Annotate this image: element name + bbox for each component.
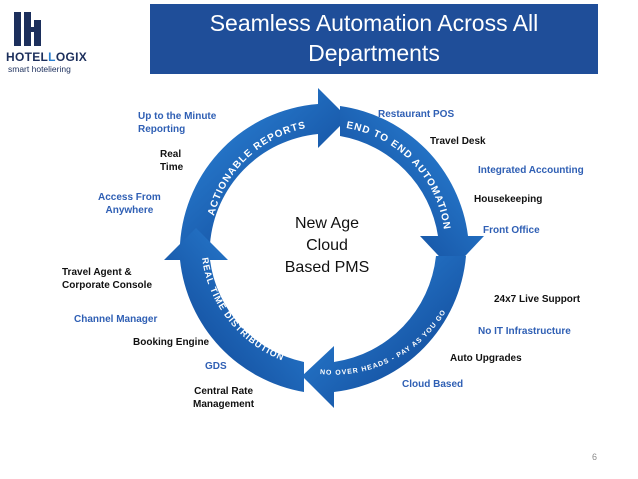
- center-label: New Age Cloud Based PMS: [284, 215, 370, 276]
- arc-actionable-reports: [180, 88, 348, 244]
- label-travel-desk: Travel Desk: [430, 136, 486, 147]
- title-line-2: Departments: [308, 40, 440, 66]
- arc-cloud-based: [302, 256, 466, 408]
- label-no-it-infrastructure: No IT Infrastructure: [478, 326, 571, 337]
- arc-end-to-end-automation: [340, 106, 484, 270]
- label-auto-upgrades: Auto Upgrades: [450, 353, 522, 364]
- label-channel-manager: Channel Manager: [74, 314, 158, 325]
- logo-mark-icon: [14, 12, 46, 48]
- slide-number: 6: [592, 452, 598, 462]
- label-cloud-based: Cloud Based: [402, 379, 464, 390]
- label-restaurant-pos: Restaurant POS: [378, 109, 455, 120]
- label-integrated-accounting: Integrated Accounting: [478, 165, 584, 176]
- logo-brand-text: HOTELLOGIX: [6, 50, 88, 64]
- label-housekeeping: Housekeeping: [474, 194, 543, 205]
- logo-tagline: smart hoteliering: [8, 64, 71, 74]
- label-travel-agent: Travel Agent &Corporate Console: [62, 267, 153, 291]
- label-booking-engine: Booking Engine: [133, 337, 210, 348]
- arc-real-time-distribution: [164, 228, 304, 392]
- label-live-support: 24x7 Live Support: [494, 294, 581, 305]
- title-line-1: Seamless Automation Across All: [209, 10, 539, 36]
- page-title: Seamless Automation Across All Departmen…: [150, 4, 598, 74]
- label-gds: GDS: [205, 361, 227, 372]
- label-front-office: Front Office: [483, 225, 540, 236]
